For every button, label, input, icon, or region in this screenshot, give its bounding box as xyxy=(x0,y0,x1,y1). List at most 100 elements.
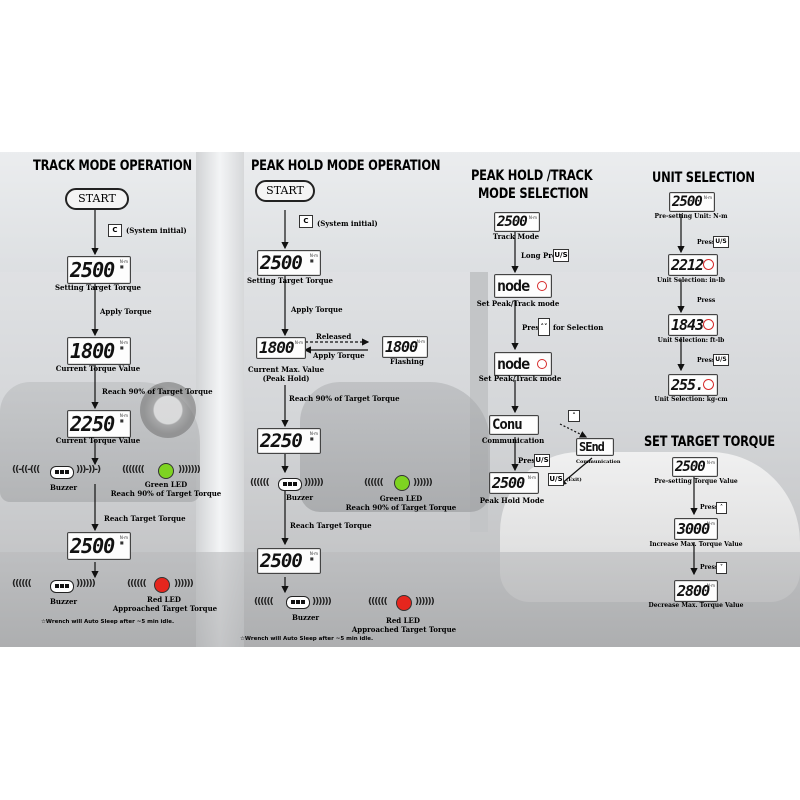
mode-selection-title-1: PEAK HOLD /TRACK xyxy=(471,168,593,184)
lcd-digits: 2500 xyxy=(675,459,706,475)
mode-for-selection-label: for Selection xyxy=(553,323,604,332)
lcd-digits: 2500 xyxy=(260,252,303,274)
lcd-unit-icon: N·m■ xyxy=(309,431,318,441)
lcd-digits: 2500 xyxy=(70,534,115,558)
mode-long-press-label: Long Press xyxy=(521,251,565,260)
mode-communication-label: Communication xyxy=(481,436,545,445)
peak-lcd-setting: 2500 N·m■ xyxy=(257,250,321,276)
peak-buzzer-waves-right: )))))) xyxy=(304,478,324,488)
mode-lcd-node-1: node xyxy=(494,274,552,298)
peak-current-label: Current Max. Value xyxy=(247,365,325,374)
track-current-label: Current Torque Value xyxy=(55,364,141,373)
track-red-led-title: Red LED xyxy=(147,595,181,604)
unit-press1-label: Press xyxy=(697,239,716,246)
peak-system-initial: (System initial) xyxy=(317,219,378,228)
track-green-led-title: Green LED xyxy=(144,480,188,489)
lcd-unit-icon: N·m■ xyxy=(309,551,318,561)
lcd-unit-icon: N·m xyxy=(416,339,425,344)
peak-green-led xyxy=(394,475,410,491)
track-lcd-target: 2500 N·m■ xyxy=(67,532,131,560)
track-apply-label: Apply Torque xyxy=(100,307,152,316)
lcd-unit-icon: N·m xyxy=(527,475,536,480)
unit-kgcm-label: Unit Selection: kg-cm xyxy=(654,396,728,403)
background-wheel xyxy=(140,382,196,438)
peak-buzzer2-icon xyxy=(286,596,310,609)
lcd-unit-icon: N·m■ xyxy=(119,413,128,423)
lcd-digits: 1800 xyxy=(259,338,295,357)
track-mode-title: TRACK MODE OPERATION xyxy=(33,158,192,174)
mode-press2-label: Press xyxy=(518,456,540,465)
track-green-led xyxy=(158,463,174,479)
track-buzzer2-label: Buzzer xyxy=(50,597,78,606)
peak-buzzer-label: Buzzer xyxy=(286,493,314,502)
track-red-waves-right: )))))) xyxy=(174,579,194,589)
track-buzzer2-waves-right: )))))) xyxy=(76,579,96,589)
mode-selection-title-2: MODE SELECTION xyxy=(478,186,589,202)
mode-peak-label: Peak Hold Mode xyxy=(479,496,545,505)
mode-lcd-communication: Conu xyxy=(489,415,539,435)
lcd-digits: 2500 xyxy=(492,474,525,492)
peak-reach90-label: Reach 90% of Target Torque xyxy=(289,394,400,403)
unit-lcd-inlb: 2212 xyxy=(668,254,718,276)
mode-track-label: Track Mode xyxy=(492,232,540,241)
lcd-digits: 3000 xyxy=(677,520,710,538)
peak-current-sub: (Peak Hold) xyxy=(262,374,310,383)
track-sleep-note: ☆Wrench will Auto Sleep after ~5 min idl… xyxy=(41,619,175,625)
peak-apply-label: Apply Torque xyxy=(291,305,343,314)
track-c-key: C xyxy=(108,224,122,237)
lcd-digits: 2500 xyxy=(260,550,303,572)
target-press1-label: Press xyxy=(700,504,719,511)
mode-node-label-2: Set Peak/Track mode xyxy=(478,374,562,383)
mode-us-key-2: U/S xyxy=(534,454,550,467)
mode-marker-icon xyxy=(537,281,547,291)
lcd-digits: 2250 xyxy=(260,430,303,452)
diagram-canvas: TRACK MODE OPERATION START C (System ini… xyxy=(0,152,800,647)
unit-marker-icon xyxy=(703,379,714,390)
peak-lcd-target: 2500 N·m■ xyxy=(257,548,321,574)
mode-lcd-send: SEnd xyxy=(576,438,614,456)
lcd-digits: 1800 xyxy=(70,339,115,363)
target-up-key: ˄ xyxy=(716,502,727,514)
track-buzzer-waves-left: ((-((-((( xyxy=(12,465,40,475)
track-buzzer2-waves-left: (((((( xyxy=(12,579,32,589)
track-buzzer-waves-right: )))-))-) xyxy=(76,465,101,475)
unit-lcd-nm: 2500 N·m xyxy=(669,192,715,212)
unit-ftlb-label: Unit Selection: ft-lb xyxy=(657,337,725,344)
target-press2-label: Press xyxy=(700,564,719,571)
mode-send-label: Communication xyxy=(576,459,621,465)
peak-lcd-90: 2250 N·m■ xyxy=(257,428,321,454)
track-reach90-label: Reach 90% of Target Torque xyxy=(102,387,213,396)
lcd-unit-icon: N·m xyxy=(706,521,715,526)
track-red-waves-left: (((((( xyxy=(127,579,147,589)
lcd-digits: SEnd xyxy=(579,440,605,454)
mode-marker-icon xyxy=(537,359,547,369)
target-decrease-label: Decrease Max. Torque Value xyxy=(648,602,744,609)
track-start-node: START xyxy=(65,188,129,210)
lcd-digits: 2500 xyxy=(70,258,115,282)
lcd-unit-icon: N·m xyxy=(703,195,712,200)
peak-red-waves-left: (((((( xyxy=(368,597,388,607)
target-lcd-increase: 3000 N·m xyxy=(674,518,718,540)
lcd-unit-icon: N·m■ xyxy=(309,253,318,263)
lcd-digits: 2500 xyxy=(497,214,528,230)
track-led-waves-left: ((((((( xyxy=(122,465,145,475)
target-lcd-decrease: 2800 N·m xyxy=(674,580,718,602)
unit-marker-icon xyxy=(703,259,714,270)
peak-buzzer-waves-left: (((((( xyxy=(250,478,270,488)
unit-selection-title: UNIT SELECTION xyxy=(652,170,755,186)
track-lcd-current-2: 2250 N·m■ xyxy=(67,410,131,438)
peak-sleep-note: ☆Wrench will Auto Sleep after ~5 min idl… xyxy=(240,636,374,642)
peak-buzzer2-waves-left: (((((( xyxy=(254,597,274,607)
lcd-digits: 1843 xyxy=(671,316,704,334)
track-system-initial: (System initial) xyxy=(126,226,187,235)
track-red-led-desc: Approached Target Torque xyxy=(112,604,218,613)
peak-apply2-label: Apply Torque xyxy=(313,351,365,360)
mode-us-key: U/S xyxy=(553,249,569,262)
mode-lcd-peak: 2500 N·m xyxy=(489,472,539,494)
peak-lcd-current: 1800 N·m xyxy=(256,337,306,359)
lcd-unit-icon: N·m xyxy=(294,340,303,345)
track-buzzer-label: Buzzer xyxy=(50,483,78,492)
lcd-unit-icon: N·m xyxy=(528,215,537,220)
peak-buzzer-icon xyxy=(278,478,302,491)
track-lcd-setting: 2500 N·m■ xyxy=(67,256,131,284)
